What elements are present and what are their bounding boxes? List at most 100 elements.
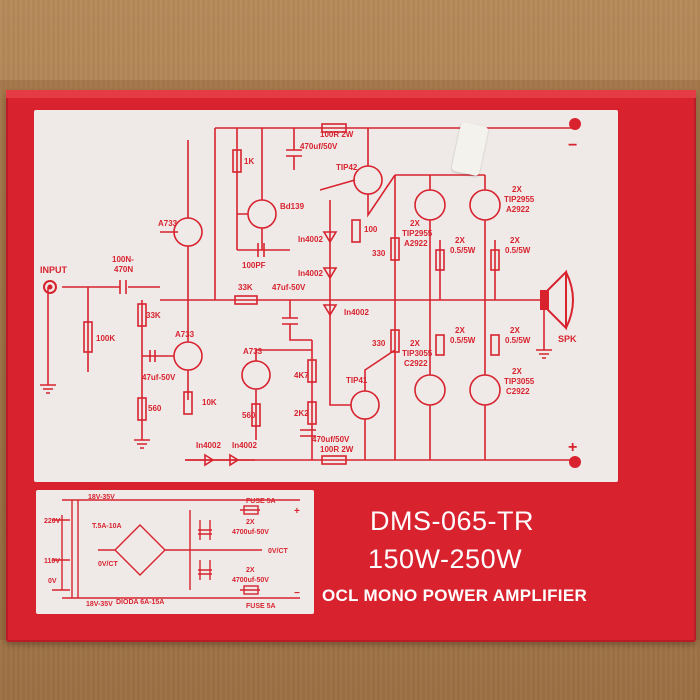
a733-top-leads [160,140,189,300]
box-top-edge [6,90,696,98]
q-tip2955-a2-label: TIP2955 [402,229,433,238]
in4002-b-label: In4002 [298,269,323,278]
a733-top-transistor-icon [173,217,203,247]
tip41-label: TIP41 [346,376,368,385]
r33k-a-label: 33K [146,311,161,320]
psu-capacitor-icons [198,529,212,575]
fuse-bot-icon [243,585,259,595]
r330-b-label: 330 [372,339,386,348]
circuit-wire [329,330,396,460]
v110-label: 110V [44,558,60,565]
r560-a-label: 560 [148,404,162,413]
circuit-wire [47,284,53,290]
q-tip2955-a-label: 2X [410,219,420,228]
c100pf-label: 100PF [242,261,266,270]
c47uf50v-label: 47uf-50V [142,373,176,382]
circuit-wire [141,300,156,440]
cap-bot-a-label: 2X [246,567,255,574]
r4k7-label: 4K7 [294,371,309,380]
r05-c2-label: 0.5/5W [450,336,476,345]
tip42-label: TIP42 [336,163,358,172]
r1k-resistor-icon [232,149,242,173]
q-tip2955-a3-label: A2922 [404,239,428,248]
bridge-rectifier-icon [114,524,166,576]
v0-label: 0V [48,578,57,585]
q-tip3055-a-label: 2X [410,339,420,348]
c100pf-cap-icon [237,243,290,257]
r100-label: 100 [364,225,378,234]
c47uf-label: 47uf-50V [272,283,306,292]
input-cap-icon [119,280,127,294]
in4002-e-label: In4002 [232,441,257,450]
c470-top-cap-icon [286,128,302,170]
tip41-transistor-icon [350,390,380,420]
v220-label: 220V [44,518,61,525]
bd139-label: Bd139 [280,202,305,211]
ground-icon-speaker [536,349,552,359]
in4002-bottom-diode-icons [185,453,255,467]
r05-a2-label: 0.5/5W [450,246,476,255]
r100k-resistor-icon [83,321,93,353]
a733-mid-label: A733 [175,330,195,339]
r100-resistor-icon [351,219,361,243]
a733-right-transistor-icon [241,360,271,390]
r100r-top-label: 100R 2W [320,130,354,139]
r560-b-label: 560 [242,411,256,420]
fuse-top-icon [243,505,259,515]
cap-top-a-label: 2X [246,519,255,526]
r05-b2-label: 0.5/5W [505,246,531,255]
q-tip3055-a2-label: TIP3055 [402,349,433,358]
v18-bot-label: 18V-35V [86,601,113,608]
bd139-transistor-icon [247,199,277,229]
model-number: DMS-065-TR [370,506,535,536]
circuit-wire [52,519,70,591]
r100r-bot-resistor-icon [321,455,347,465]
r560-b-resistor-icon [251,403,261,427]
c470-bot-cap-icon [300,429,316,437]
speaker-icon [540,290,548,310]
c47uf-cap-icon [282,300,312,341]
r330-bot-resistor-icon [390,329,400,353]
positive-sign: + [568,439,577,456]
c470-top-label: 470uf/50V [300,142,338,151]
tip3055-a-transistor-icon [414,374,446,406]
q-tip3055-a3-label: C2922 [404,359,428,368]
in4002-diode-icons [322,231,338,317]
power-range: 150W-250W [368,544,523,574]
out-ct-label: 0V/CT [268,548,289,555]
circuit-wire [439,240,496,300]
r100r-top-resistor-icon [321,123,347,133]
power-supply-panel [36,490,314,614]
r330-top-resistor-icon [390,237,400,261]
negative-sign: − [568,137,577,154]
r05-d2-label: 0.5/5W [505,336,531,345]
in4002-c-label: In4002 [344,308,369,317]
circuit-wire [237,128,263,250]
cap-top-b-label: 4700uf-50V [232,529,269,536]
in4002-d-label: In4002 [196,441,221,450]
circuit-wire [319,128,396,218]
q-tip3055-b-label: 2X [512,367,522,376]
a733-right-label: A733 [243,347,263,356]
c470-bot-label: 470uf/50V [312,435,350,444]
r100k-label: 100K [96,334,115,343]
r10k-label: 10K [202,398,217,407]
tip2955-a-transistor-icon [414,189,446,221]
tip42-transistor-icon [353,165,383,195]
fuse-bot-label: FUSE 5A [246,603,276,610]
v18-top-label: 18V-35V [88,494,115,501]
r10k-resistor-icon [183,391,193,415]
circuit-wire [547,269,567,331]
r2k2-label: 2K2 [294,409,309,418]
ground-icon-bias [134,439,150,449]
r05-b-label: 2X [510,236,520,245]
r05-a-label: 2X [455,236,465,245]
input-jack-icon [43,280,57,294]
q-tip3055-b3-label: C2922 [506,387,530,396]
r05-c-label: 2X [455,326,465,335]
ground-icon-input [40,384,56,394]
circuit-wire [570,127,578,461]
in4002-a-label: In4002 [298,235,323,244]
tip2955-b-transistor-icon [469,189,501,221]
